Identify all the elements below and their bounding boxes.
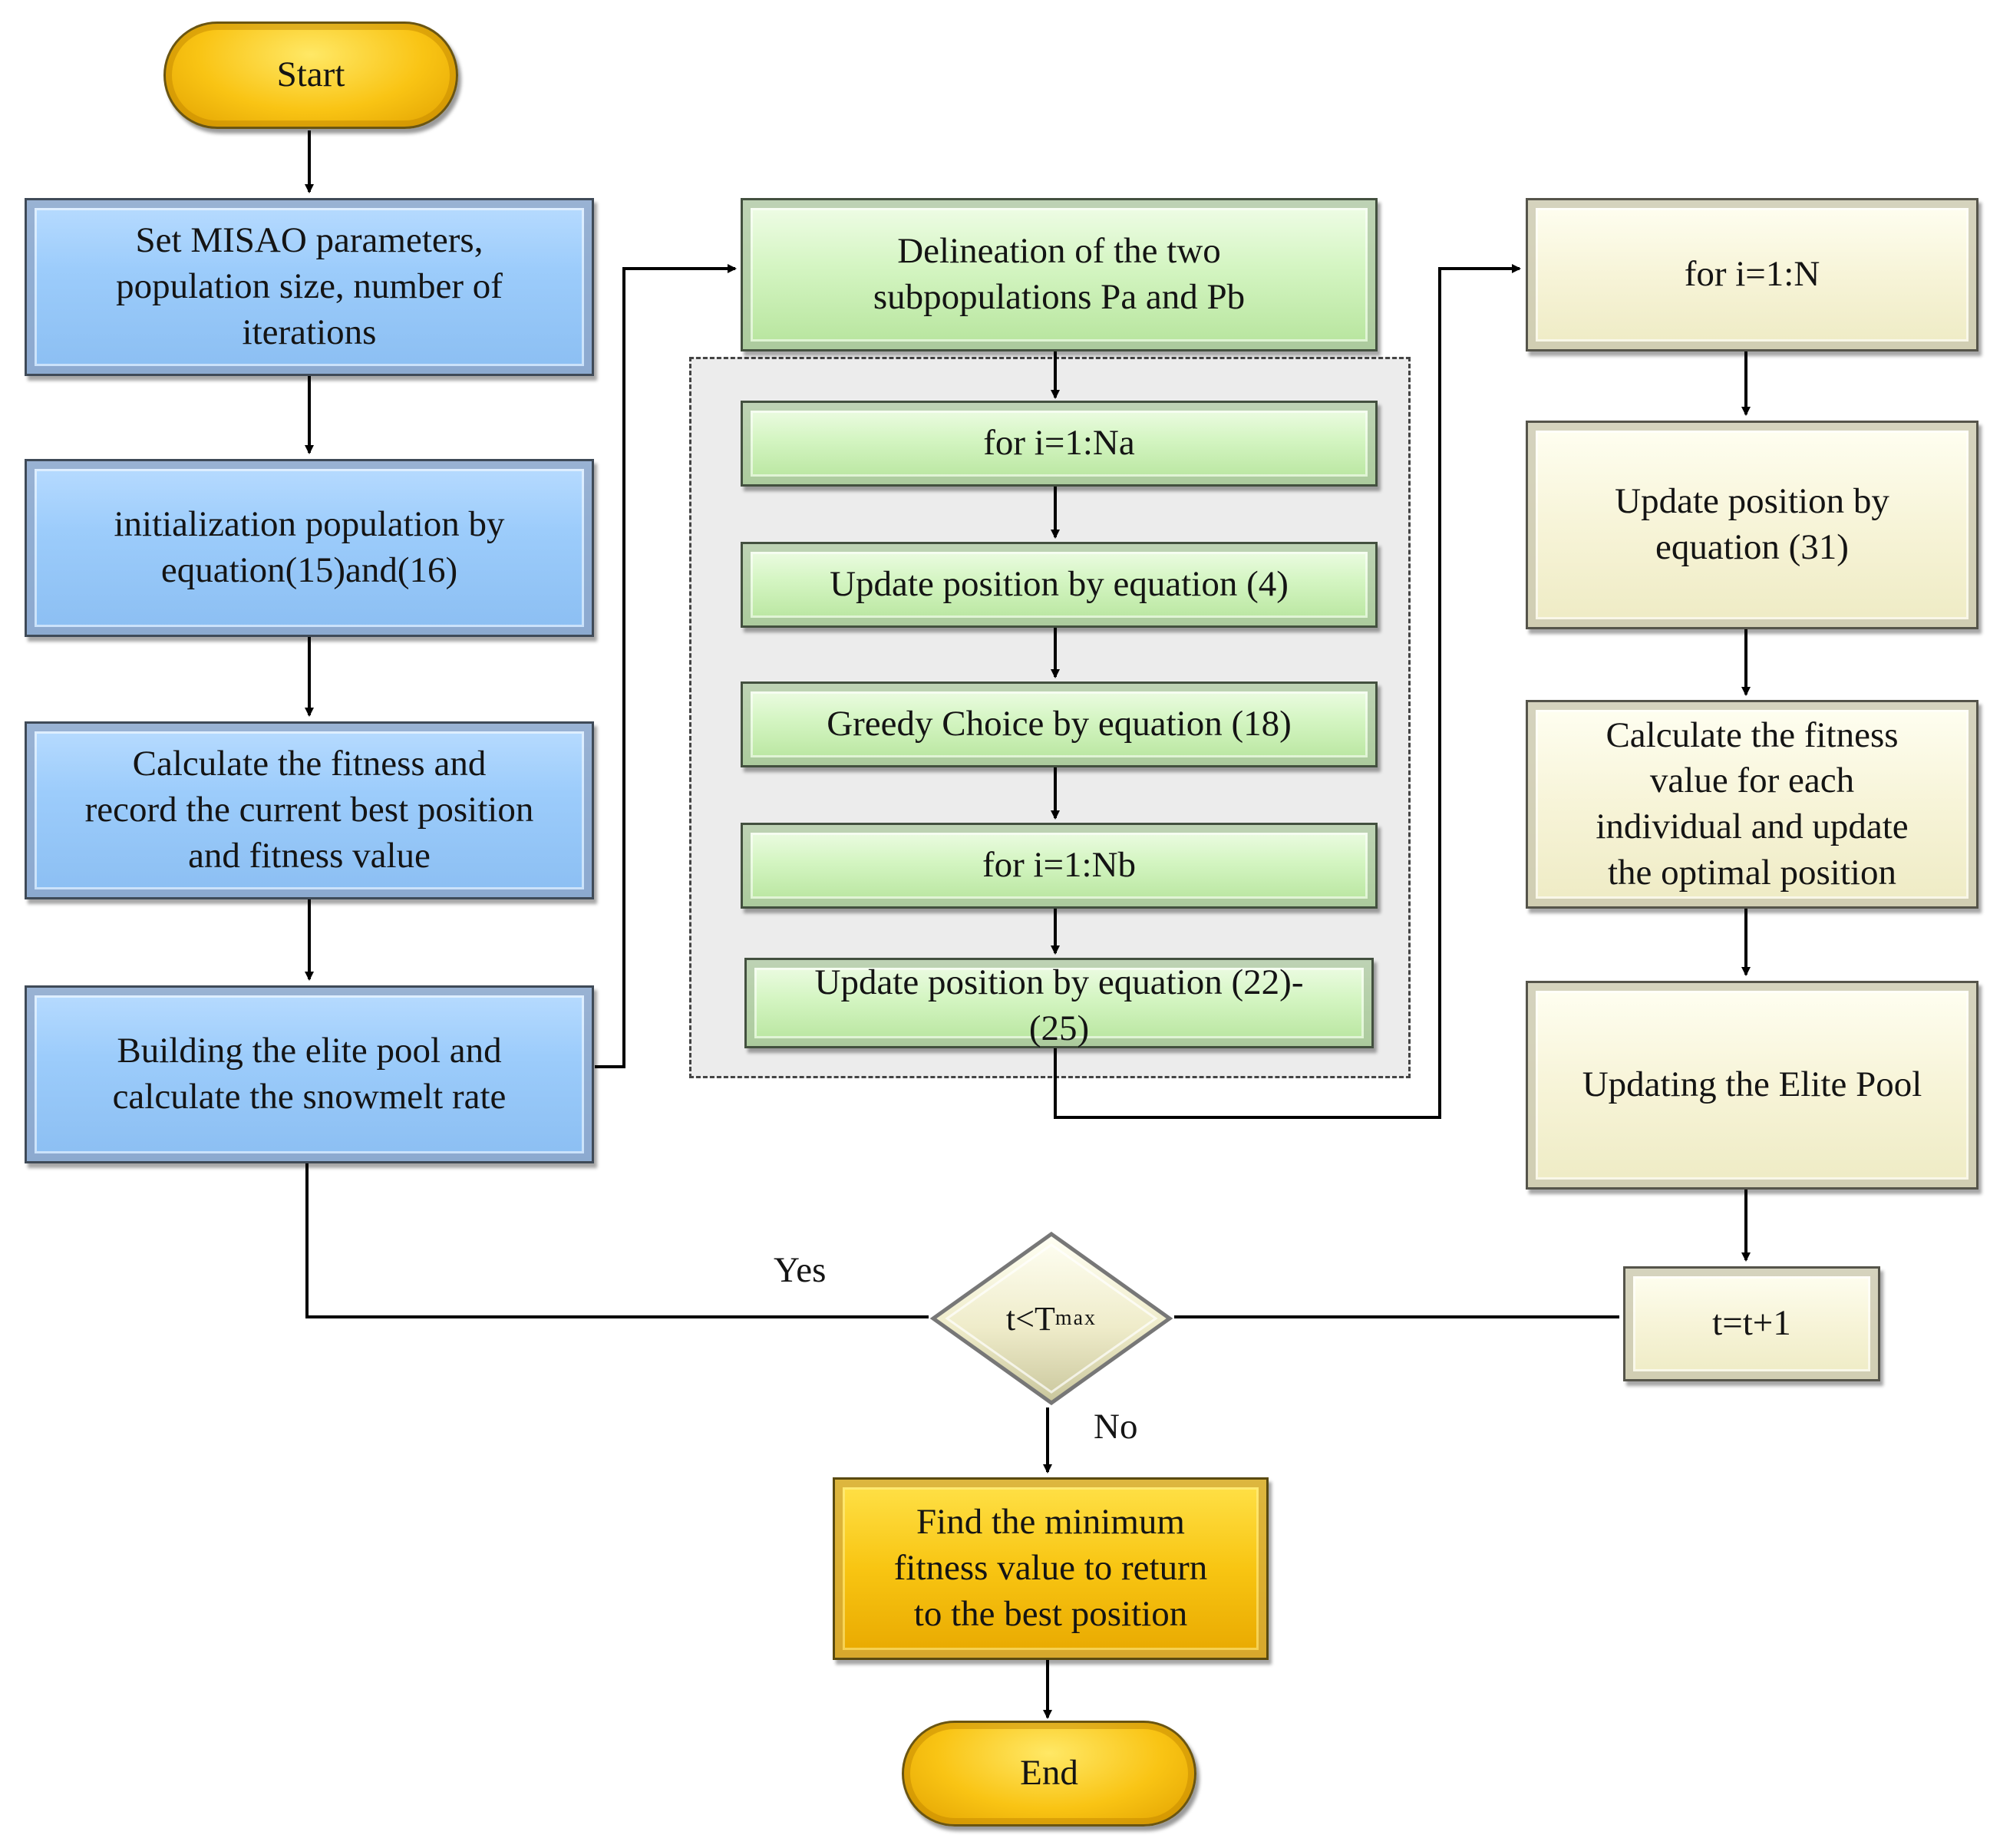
increment-counter-step: t=t+1 [1623,1266,1880,1381]
build-elite-pool-step: Building the elite pool and calculate th… [25,985,594,1163]
arrow-elite-to-delineation [595,264,737,1068]
decision-condition-text: t<T [1005,1299,1055,1338]
calculate-fitness-step: Calculate the fitness and record the cur… [25,721,594,899]
end-terminal: End [902,1721,1196,1827]
arrow-decision-yes [302,1153,929,1318]
initialize-population-step: initialization population by equation(15… [25,459,594,637]
yes-branch-label: Yes [774,1250,827,1290]
calculate-each-fitness-step: Calculate the fitness value for each ind… [1526,700,1978,909]
set-parameters-step: Set MISAO parameters, population size, n… [25,198,594,376]
delineation-step: Delineation of the two subpopulations Pa… [741,198,1378,351]
arrow-update22-to-for-n [1054,264,1521,1119]
greedy-choice-step: Greedy Choice by equation (18) [741,681,1378,767]
update-position-eq22-step: Update position by equation (22)- (25) [744,958,1374,1048]
decision-diamond [929,1231,1173,1406]
update-elite-pool-step: Updating the Elite Pool [1526,981,1978,1190]
for-na-loop: for i=1:Na [741,401,1378,487]
decision-condition-subscript: max [1054,1306,1097,1330]
for-n-loop: for i=1:N [1526,198,1978,351]
for-nb-loop: for i=1:Nb [741,823,1378,909]
find-minimum-fitness-step: Find the minimum fitness value to return… [833,1477,1269,1660]
start-terminal: Start [163,21,458,129]
update-position-eq4-step: Update position by equation (4) [741,542,1378,628]
no-branch-label: No [1094,1407,1138,1447]
update-position-eq31-step: Update position by equation (31) [1526,421,1978,629]
